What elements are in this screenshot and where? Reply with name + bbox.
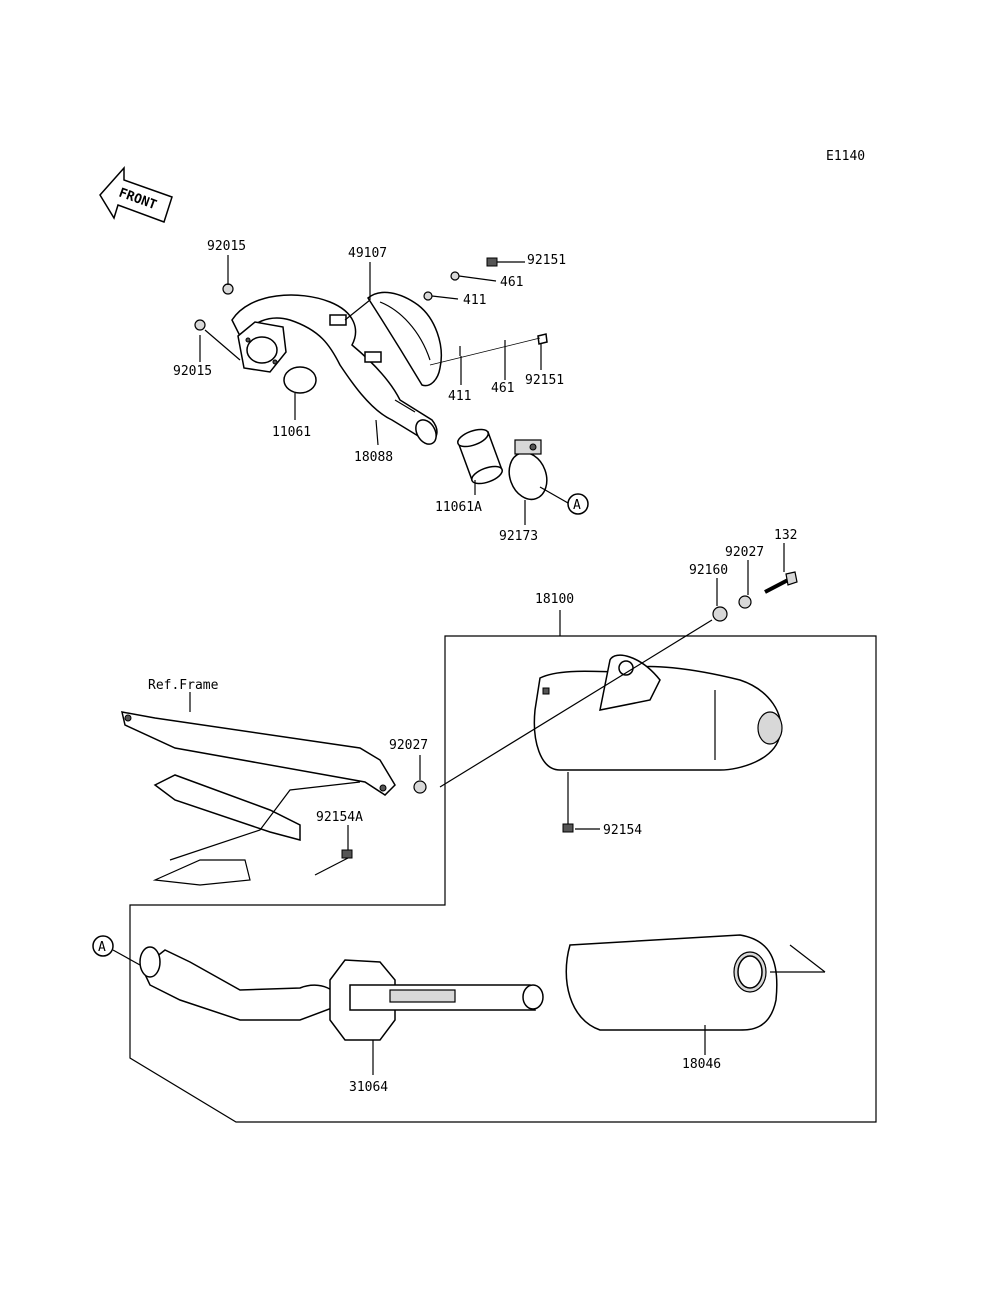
label-11061: 11061 [272,425,311,440]
collar-92027-mid [413,780,427,794]
label-92173: 92173 [499,529,538,544]
marker-a-bottom [92,935,114,957]
label-92151-bottom: 92151 [525,373,564,388]
label-461-bottom: 461 [491,381,514,396]
label-411-top: 411 [463,293,486,308]
label-18046: 18046 [682,1057,721,1072]
muffler-18100 [533,654,783,771]
marker-a-bottom-label: A [98,940,106,955]
label-461-top: 461 [500,275,523,290]
label-92015-bottom: 92015 [173,364,212,379]
label-411-bottom: 411 [448,389,471,404]
bolt-92151-bottom [537,333,548,345]
bolt-132 [764,571,798,594]
sleeve-11061A [457,428,503,485]
heat-guard-49107 [367,291,442,387]
collar-92027-top [738,595,752,609]
label-92151-top: 92151 [527,253,566,268]
nut-92015-top [222,283,234,295]
label-18088: 18088 [354,450,393,465]
label-11061A: 11061A [435,500,482,515]
marker-a-top [567,493,589,515]
bolt-92154A [341,849,353,859]
spark-arrester-31064 [329,959,544,1041]
leader-lines-muffler [419,543,785,830]
clamp-92173 [508,439,548,501]
damper-92160 [712,606,728,622]
mid-pipe [139,946,341,1021]
label-92160: 92160 [689,563,728,578]
leader-lines-top [199,255,569,525]
label-132: 132 [774,528,797,543]
label-92015-top: 92015 [207,239,246,254]
label-31064: 31064 [349,1080,388,1095]
bolt-92154 [562,823,574,833]
collar-411-top [423,291,433,301]
label-92027-top: 92027 [725,545,764,560]
washer-461-top [450,271,460,281]
diagram-code: E1140 [826,149,865,164]
leader-lines-bottom [372,944,826,1075]
front-arrow-icon: FRONT [99,166,173,223]
header-pipe-18088 [231,294,438,445]
bolt-92151-top [486,257,525,267]
silencer-18046 [565,934,778,1031]
label-92154A: 92154A [316,810,363,825]
label-92154: 92154 [603,823,642,838]
muffler-assembly-box [129,610,877,1123]
label-92027-mid: 92027 [389,738,428,753]
ref-frame [121,711,396,886]
label-ref-frame: Ref.Frame [148,678,219,693]
label-49107: 49107 [348,246,387,261]
nut-92015-bottom [194,319,206,331]
label-18100: 18100 [535,592,574,607]
gasket-11061 [283,366,317,394]
marker-a-top-label: A [573,498,581,513]
